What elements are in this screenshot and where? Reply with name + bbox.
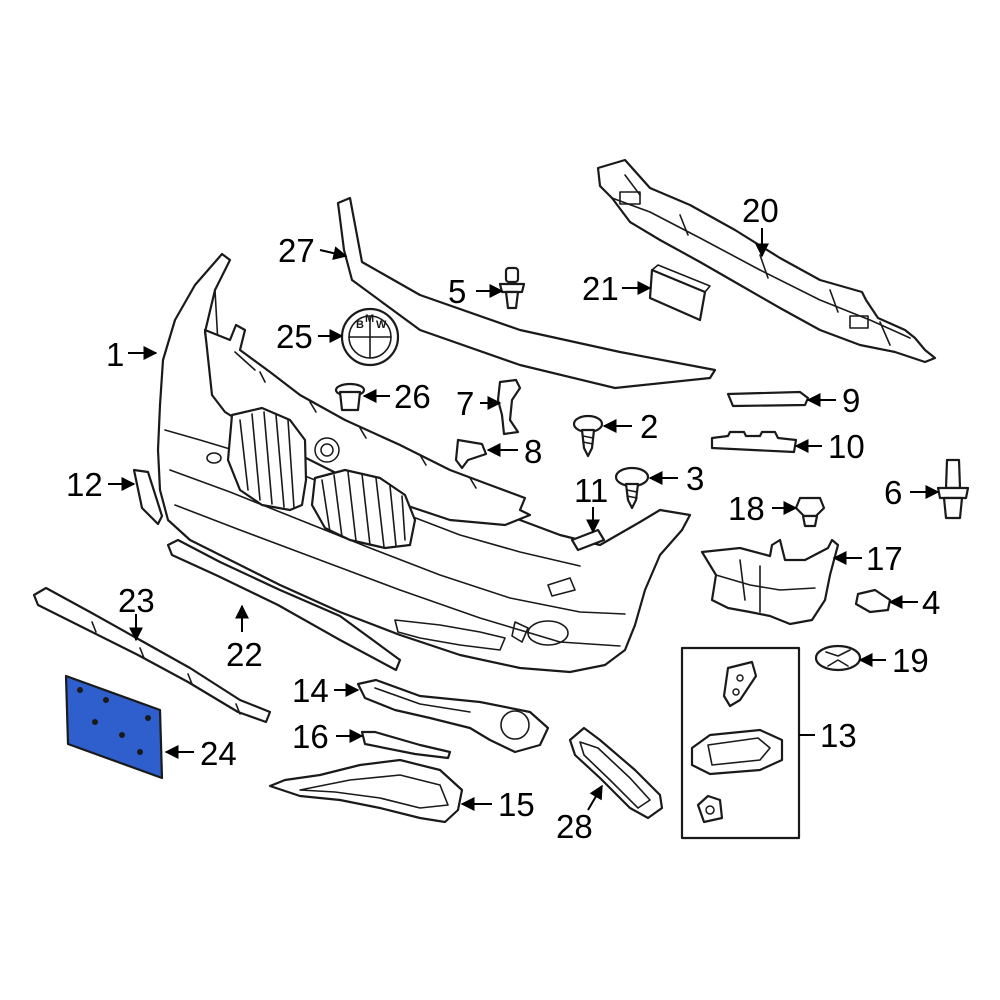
callout-24: 24 (200, 735, 237, 772)
grille-carrier[interactable] (203, 323, 532, 550)
part-17-side-bracket[interactable] (700, 538, 840, 626)
callout-7: 7 (456, 385, 474, 422)
callout-5: 5 (448, 273, 466, 310)
callout-22: 22 (226, 636, 263, 673)
part-26-grommet[interactable] (334, 382, 366, 412)
part-23-lower-trim[interactable] (32, 586, 272, 724)
part-24-license-plate-bracket[interactable] (64, 674, 164, 780)
part-5-clip[interactable] (498, 266, 526, 310)
callout-17: 17 (866, 540, 903, 577)
emblem-letter-m: M (365, 313, 374, 325)
part-6-rivet[interactable] (936, 458, 970, 520)
callout-19: 19 (892, 642, 929, 679)
callout-10: 10 (828, 428, 865, 465)
callout-27: 27 (278, 232, 315, 269)
emblem-letter-w: W (376, 319, 387, 331)
part-28-reflector[interactable] (568, 726, 664, 820)
leader-27 (319, 246, 348, 260)
callout-2: 2 (640, 408, 658, 445)
callout-1: 1 (106, 336, 124, 373)
part-3-screw[interactable] (614, 466, 650, 510)
part-21-bracket[interactable] (648, 264, 711, 322)
callout-26: 26 (394, 378, 431, 415)
callout-16: 16 (292, 718, 329, 755)
callout-labels: 1 2 3 4 5 6 7 8 9 10 11 12 13 14 15 16 1… (66, 192, 940, 845)
part-12-plate[interactable] (132, 468, 164, 526)
callout-3: 3 (686, 460, 704, 497)
callout-20: 20 (742, 192, 779, 229)
part-13-kit[interactable] (680, 646, 801, 840)
callout-11: 11 (574, 472, 608, 509)
part-25-emblem[interactable]: B M W (340, 307, 400, 367)
callout-12: 12 (66, 466, 103, 503)
callout-8: 8 (524, 433, 542, 470)
part-10-trim[interactable] (710, 430, 798, 454)
part-7-bracket[interactable] (496, 378, 522, 436)
callout-4: 4 (922, 584, 940, 621)
part-19-push-nut[interactable] (814, 644, 862, 672)
leader-lines (108, 228, 940, 811)
callout-18: 18 (728, 490, 765, 527)
part-16-strip[interactable] (360, 730, 452, 760)
callout-23: 23 (118, 582, 155, 619)
emblem-letter-b: B (356, 319, 364, 331)
callout-9: 9 (842, 382, 860, 419)
leader-28 (587, 784, 603, 811)
part-4-clip[interactable] (854, 588, 892, 614)
callout-6: 6 (884, 474, 902, 511)
callout-25: 25 (276, 318, 313, 355)
part-27-upper-trim-strip[interactable] (336, 196, 717, 390)
callout-28: 28 (556, 808, 593, 845)
callout-14: 14 (292, 672, 329, 709)
callout-15: 15 (498, 786, 535, 823)
callout-13: 13 (820, 717, 857, 754)
part-2-screw[interactable] (572, 414, 604, 458)
part-14-fog-bezel[interactable] (356, 678, 550, 754)
part-18-bolt[interactable] (794, 496, 826, 528)
part-8-bracket[interactable] (454, 438, 488, 470)
part-22-lower-strip[interactable] (166, 538, 402, 672)
callout-21: 21 (582, 270, 619, 307)
part-9-trim[interactable] (726, 390, 810, 408)
part-15-bezel-frame[interactable] (268, 758, 464, 824)
part-20-bumper-reinforcement[interactable] (596, 158, 937, 364)
